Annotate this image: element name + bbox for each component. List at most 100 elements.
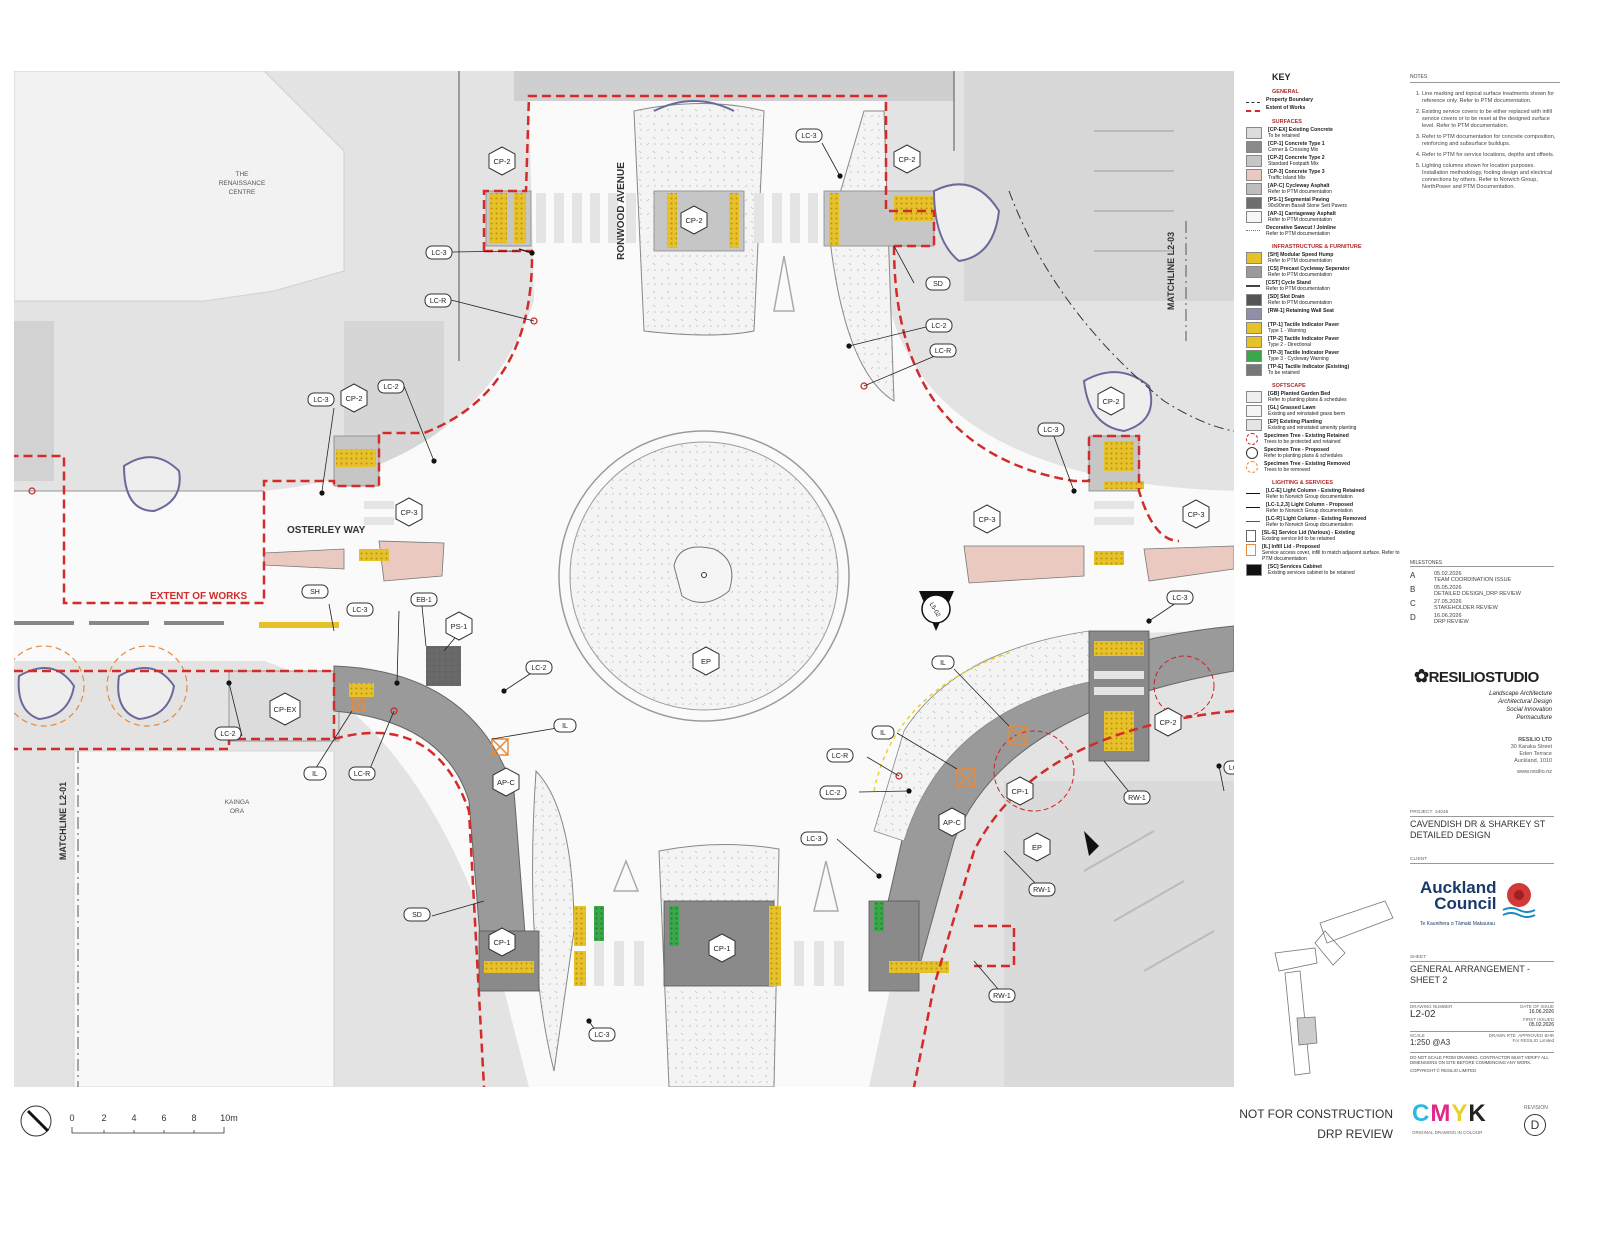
key-item-name: [SD] Slot Drain: [1268, 294, 1305, 300]
key-swatch-icon: [1246, 336, 1262, 348]
light-columns-removed: [28, 317, 903, 780]
callout-sh: SH: [310, 589, 320, 596]
key-plan: [1274, 900, 1394, 1076]
callout-lcr: LC-R: [430, 298, 446, 305]
callout-rw1: RW-1: [1033, 887, 1051, 894]
key-item-name: [LC-1,2,3] Light Column - Proposed: [1266, 502, 1354, 508]
callout-il: IL: [880, 730, 886, 737]
tag-ep-1: EP: [692, 646, 720, 676]
key-swatch-icon: [1246, 530, 1256, 542]
give-way-markings: [612, 255, 839, 912]
status-line-1: NOT FOR CONSTRUCTION: [1239, 1107, 1393, 1121]
segmental-paving: [426, 646, 461, 686]
notes-list: Line marking and topical surface treatme…: [1410, 91, 1560, 191]
key-swatch-icon: [1246, 266, 1262, 278]
note-item: Refer to PTM for service locations, dept…: [1422, 152, 1560, 159]
key-item-name: [LC-R] Light Column - Existing Removed: [1266, 516, 1367, 522]
discipline: Permaculture: [1516, 715, 1552, 721]
notes-title: NOTES: [1410, 74, 1560, 83]
key-item-desc: Refer to Norwich Group documentation: [1266, 508, 1353, 514]
studio-logo: ✿RESILIOSTUDIO: [1414, 666, 1539, 687]
milestones-label: MILESTONES: [1410, 560, 1554, 567]
tag-text: PS-1: [451, 622, 468, 631]
tag-cp1-2: CP-1: [488, 927, 516, 957]
callout-lc3: LC-3: [801, 133, 816, 140]
key-swatch-icon: [1246, 544, 1256, 556]
key-swatch-icon: [1246, 461, 1258, 473]
property-boundary: [1008, 190, 1234, 432]
callout-lc3: LC-3: [313, 397, 328, 404]
revision-label: REVISION: [1524, 1105, 1548, 1111]
key-item-desc: Corner & Crossing Mix: [1268, 147, 1319, 153]
callout-il: IL: [940, 660, 946, 667]
cmyk-subtitle: ORIGINAL DRAWING IN COLOUR: [1412, 1130, 1483, 1135]
callout-lc2: LC-2: [220, 731, 235, 738]
trees-retained: [993, 655, 1215, 812]
tag-cp1-3: CP-1: [708, 933, 736, 963]
drawn-label: DRAWN: [1488, 1033, 1506, 1038]
tag-cp2-5: CP-2: [1097, 386, 1125, 416]
tag-cp3-3: CP-3: [1182, 499, 1210, 529]
tag-text: CP-2: [345, 394, 362, 403]
note-item: Existing service covers to be either rep…: [1422, 109, 1560, 130]
milestone-date: 27.05.2026: [1434, 599, 1462, 605]
callout-lcr: LC-R: [354, 771, 370, 778]
milestone-desc: STAKEHOLDER REVIEW: [1434, 605, 1498, 611]
key-item-name: [GL] Grassed Lawn: [1268, 405, 1316, 411]
zebra-crossings: [364, 193, 1144, 986]
key-item-desc: To be retained: [1268, 133, 1300, 139]
key-item-desc: Existing and reinstated grass berm: [1268, 411, 1345, 417]
scale-tick: 8: [191, 1113, 196, 1123]
key-swatch-icon: [1246, 97, 1260, 103]
milestone-code: C: [1410, 599, 1416, 608]
cmyk-letter: C: [1412, 1100, 1431, 1127]
scale-value: 1:250 @A3: [1410, 1038, 1451, 1047]
studio-name: RESILIOSTUDIO: [1428, 669, 1540, 686]
key-item-name: Extent of Works: [1266, 105, 1306, 111]
copyright: COPYRIGHT © RESILIO LIMITED: [1410, 1068, 1477, 1073]
key-item-desc: Traffic Island Mix: [1268, 175, 1306, 181]
key-item-name: [CP-1] Concrete Type 1: [1268, 141, 1325, 147]
key-item-name: Specimen Tree - Existing Retained: [1264, 433, 1349, 439]
status-line-2: DRP REVIEW: [1317, 1127, 1393, 1141]
key-swatch-icon: [1246, 419, 1262, 431]
flower-icon: ✿: [1414, 666, 1429, 686]
first-issued-label: FIRST ISSUED: [1523, 1017, 1554, 1022]
key-swatch-icon: [1246, 391, 1262, 403]
client-label: CLIENT: [1410, 857, 1554, 864]
building-labels: THE RENAISSANCE CENTRE KAINGA ORA: [219, 171, 266, 815]
key-item: Extent of Works: [1246, 105, 1402, 112]
callout-sd: SD: [933, 281, 943, 288]
sheet-label: SHEET: [1410, 955, 1554, 962]
callout-il: IL: [312, 771, 318, 778]
milestone-date: 16.06.2026: [1434, 613, 1462, 619]
date-of-issue-label: DATE OF ISSUE: [1520, 1004, 1554, 1009]
note-item: Lighting columns shown for location purp…: [1422, 163, 1560, 191]
tag-text: CP-EX: [274, 705, 297, 714]
key-item-name: [TP-3] Tactile Indicator Paver: [1268, 350, 1340, 356]
project-label: PROJECT 24045: [1410, 810, 1554, 817]
key-item-desc: Refer to PTM documentation: [1268, 300, 1332, 306]
key-item: [TP-E] Tactile Indicator (Existing)To be…: [1246, 364, 1402, 376]
discipline: Landscape Architecture: [1489, 691, 1552, 697]
key-swatch-icon: [1246, 294, 1262, 306]
address-line: 30 Karaka Street: [1510, 744, 1552, 750]
key-section-title: LIGHTING & SERVICES: [1272, 480, 1334, 486]
site-plan: THE RENAISSANCE CENTRE KAINGA ORA RONWOO…: [14, 71, 1234, 1087]
callout-lc3: LC-3: [1172, 595, 1187, 602]
tag-text: CP-2: [898, 155, 915, 164]
key-section-title: SOFTSCAPE: [1272, 383, 1306, 389]
